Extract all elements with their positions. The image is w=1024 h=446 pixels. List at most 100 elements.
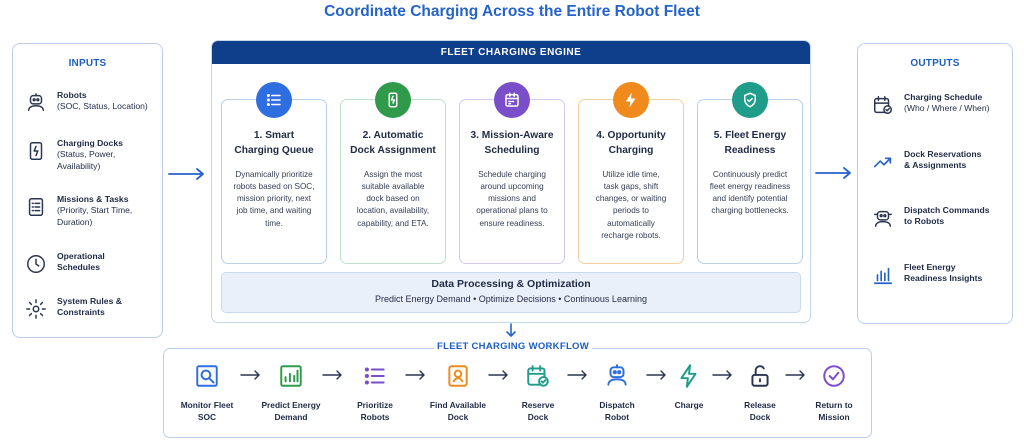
input-item-robots: Robots(SOC, Status, Location) <box>23 90 148 116</box>
input-item-rules: System Rules &Constraints <box>23 296 122 322</box>
card-desc: fleet energy readiness <box>709 181 791 191</box>
calendar-check-icon <box>524 362 552 390</box>
card-title: Charging <box>608 144 654 156</box>
step-label: Monitor Fleet <box>180 400 234 410</box>
calendar-check-icon <box>870 92 896 118</box>
card-desc: around upcoming <box>480 181 544 191</box>
card-title: 2. Automatic <box>362 130 424 141</box>
step-label: Find Available <box>429 400 487 410</box>
card-desc: missions and <box>488 194 536 204</box>
card-desc: Schedule charging <box>478 169 546 179</box>
card-desc: ensure readiness. <box>479 218 545 228</box>
output-title: Fleet Energy <box>904 262 956 272</box>
card-desc: automatically <box>607 218 655 228</box>
step-label: Demand <box>274 411 308 422</box>
input-detail: (Status, Power, <box>57 149 116 160</box>
card-desc: suitable available <box>361 181 425 191</box>
fleet-charging-workflow <box>163 348 872 438</box>
input-detail: Duration) <box>57 216 93 227</box>
step-label: Dock <box>447 411 469 422</box>
robot-dispatch-icon <box>870 205 896 231</box>
step-label: Reserve <box>521 400 555 410</box>
list-icon <box>361 362 389 390</box>
arrow-right-icon <box>488 370 508 380</box>
input-title: Charging Docks <box>57 138 123 148</box>
robot-icon <box>603 362 631 390</box>
card-desc: task gaps, shift <box>603 181 659 191</box>
card-desc: operational plans to <box>476 206 548 216</box>
workflow-heading: FLEET CHARGING WORKFLOW <box>434 341 592 355</box>
input-detail: Schedules <box>57 262 100 273</box>
processing-subtitle: Predict Energy Demand • Optimize Decisio… <box>375 294 647 304</box>
check-circle-icon <box>820 362 848 390</box>
engine-heading: FLEET CHARGING ENGINE <box>212 41 810 64</box>
arrow-down-icon <box>506 323 516 337</box>
inputs-panel: INPUTS Robots(SOC, Status, Location) Cha… <box>12 43 163 338</box>
monitor-search-icon <box>193 362 221 390</box>
outputs-panel: OUTPUTS Charging Schedule(Who / Where / … <box>857 43 1013 324</box>
card-title: 1. Smart <box>253 130 295 141</box>
output-item-charging-schedule: Charging Schedule(Who / Where / When) <box>870 92 989 118</box>
card-desc: changes, or waiting <box>595 194 667 204</box>
clock-icon <box>23 251 49 277</box>
bolt-icon <box>613 82 649 118</box>
card-title: Dock Assignment <box>350 144 436 156</box>
card-desc: time. <box>265 218 283 228</box>
step-label: Predict Energy <box>261 400 321 410</box>
card-title: Scheduling <box>484 144 540 156</box>
output-detail: & Assignments <box>904 160 967 171</box>
arrow-right-icon <box>785 370 805 380</box>
card-desc: Assign the most <box>363 169 423 179</box>
card-desc: and identify potential <box>712 194 788 204</box>
data-processing-panel: Data Processing & Optimization Predict E… <box>221 272 801 313</box>
outputs-heading: OUTPUTS <box>910 58 960 69</box>
input-item-charging-docks: Charging Docks(Status, Power,Availabilit… <box>23 138 123 172</box>
card-desc: capability, and ETA. <box>357 218 429 228</box>
arrow-right-icon <box>168 168 204 180</box>
step-label: Robots <box>360 411 390 422</box>
input-detail: Availability) <box>57 160 101 171</box>
arrow-right-icon <box>815 167 851 179</box>
input-item-missions: Missions & Tasks(Priority, Start Time,Du… <box>23 194 132 228</box>
card-desc: location, availability, <box>356 206 430 216</box>
step-label: Prioritize <box>357 400 393 410</box>
bolt-icon <box>675 362 703 390</box>
arrow-right-icon <box>405 370 425 380</box>
gear-icon <box>23 296 49 322</box>
processing-title: Data Processing & Optimization <box>431 278 591 290</box>
step-label: Robot <box>604 411 630 422</box>
input-detail: Constraints <box>57 307 105 318</box>
card-desc: periods to <box>613 206 649 216</box>
step-label: Mission <box>818 411 850 422</box>
step-label: Charge <box>674 400 704 410</box>
card-desc: charging bottlenecks. <box>711 206 789 216</box>
output-title: Charging Schedule <box>904 92 983 102</box>
arrow-right-icon <box>322 370 342 380</box>
arrow-right-icon <box>240 370 260 380</box>
card-desc: recharge robots. <box>601 231 661 241</box>
charging-dock-icon <box>23 138 49 164</box>
card-title: Charging Queue <box>234 144 314 156</box>
output-title: Dispatch Commands <box>904 205 990 215</box>
card-desc: Dynamically prioritize <box>235 169 313 179</box>
step-label: Return to <box>815 400 853 410</box>
card-desc: Continuously predict <box>712 169 788 179</box>
input-title: System Rules & <box>57 296 122 306</box>
step-label: Dispatch <box>599 400 635 410</box>
calendar-icon <box>494 82 530 118</box>
step-label: Dock <box>749 411 771 422</box>
unlock-icon <box>746 362 774 390</box>
step-label: SOC <box>197 411 217 422</box>
